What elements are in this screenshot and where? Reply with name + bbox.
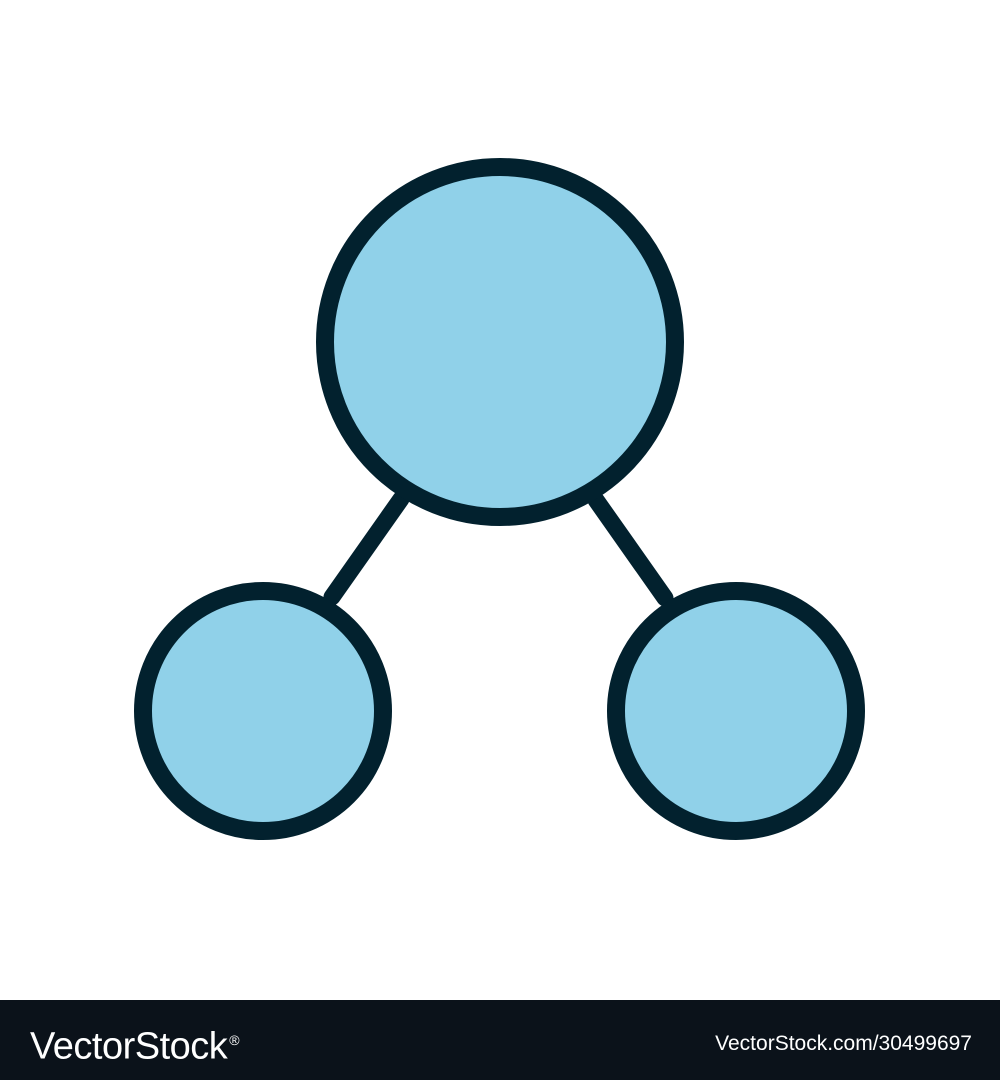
image-id: VectorStock.com/30499697 <box>715 1032 972 1055</box>
brand-name: VectorStock <box>30 1025 228 1068</box>
left-node <box>134 582 392 840</box>
connector-left <box>323 490 410 606</box>
network-nodes-icon <box>134 158 865 840</box>
connector-right <box>587 491 674 607</box>
right-node <box>607 582 865 840</box>
top-node <box>316 158 684 526</box>
brand-logo: VectorStock® <box>30 1018 240 1069</box>
icon-canvas <box>134 158 865 840</box>
watermark-footer: VectorStock® VectorStock.com/30499697 <box>0 1000 1000 1080</box>
registered-mark: ® <box>229 1032 240 1048</box>
